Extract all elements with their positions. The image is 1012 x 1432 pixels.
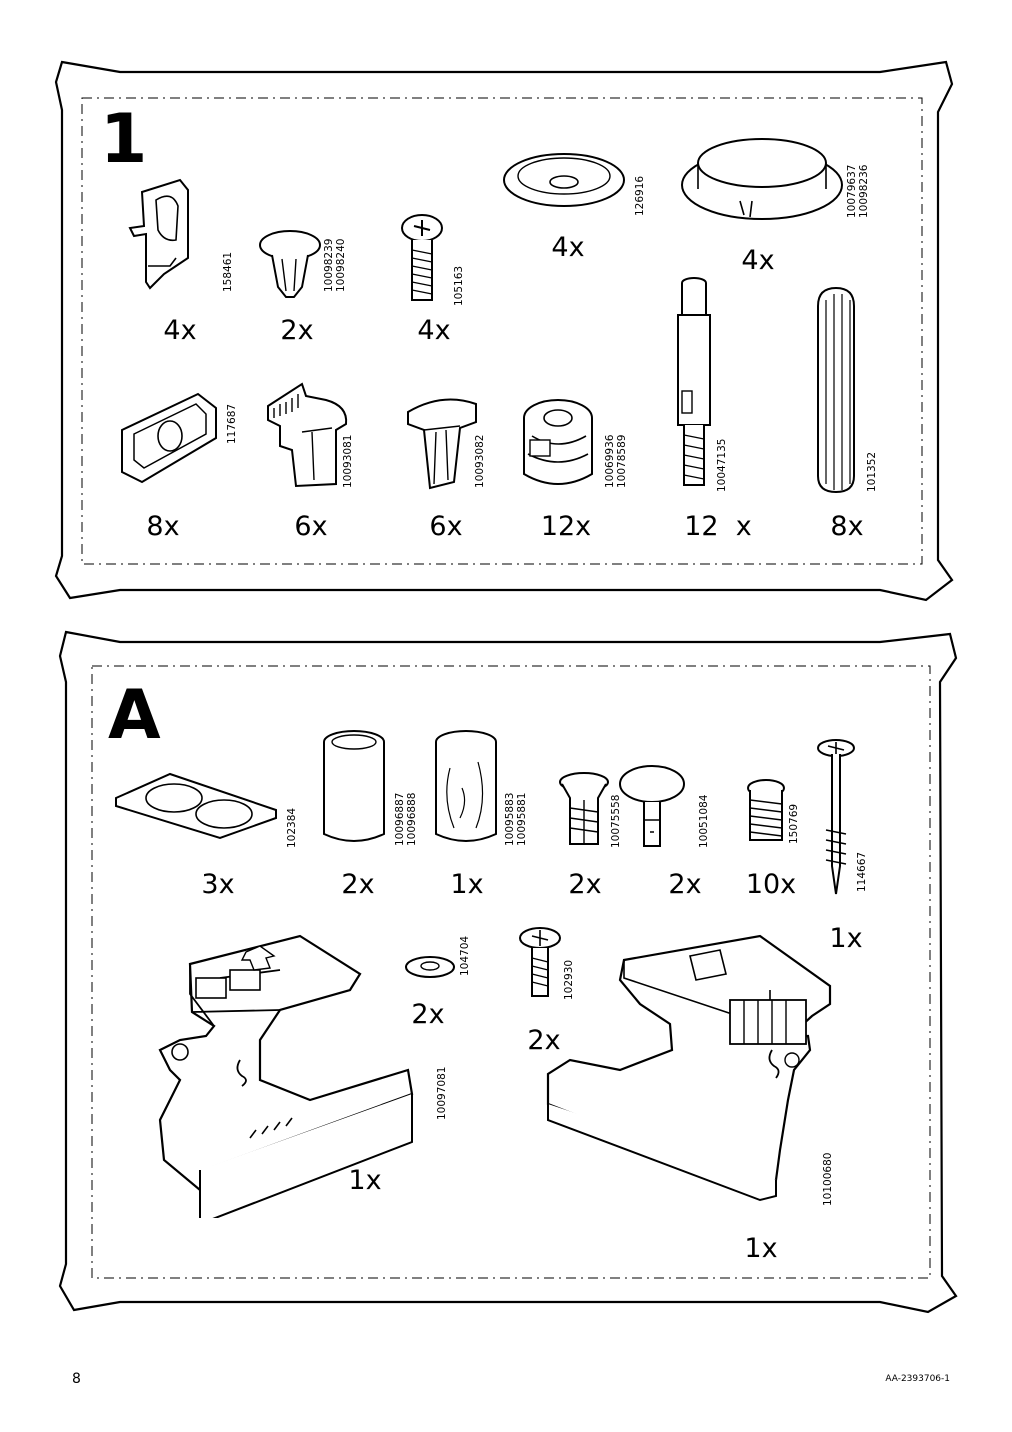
- quantity-label: 3x: [201, 869, 235, 900]
- part-code: 126916: [634, 175, 646, 216]
- quantity-label: 2x: [668, 869, 702, 900]
- quantity-label: 8x: [146, 511, 180, 542]
- expansion-plug-image: [559, 772, 609, 845]
- connector-bolt-image: [677, 277, 711, 486]
- parts-panel-1: 1: [0, 0, 1012, 610]
- quantity-label: 2x: [280, 315, 314, 346]
- quantity-label: 2x: [568, 869, 602, 900]
- step-letter: A: [108, 676, 161, 755]
- part-code: 10093082: [474, 434, 486, 488]
- part-code: 10093081: [342, 434, 354, 488]
- quantity-label: 2x: [341, 869, 375, 900]
- quantity-label: 1x: [450, 869, 484, 900]
- quantity-label: 6x: [429, 511, 463, 542]
- part-code: 158461: [222, 251, 234, 292]
- quantity-label: 12 x: [684, 511, 752, 542]
- quantity-label: 6x: [294, 511, 328, 542]
- clip-image: [267, 382, 348, 488]
- flat-head-pin-image: [619, 765, 685, 847]
- quantity-label: 2x: [411, 999, 445, 1030]
- dowel-image: [817, 286, 855, 494]
- quantity-label: 1x: [829, 923, 863, 954]
- quantity-label: 10x: [745, 869, 797, 900]
- quantity-label: 1x: [744, 1233, 778, 1264]
- bumper-pad-image: [115, 772, 277, 840]
- document-id: AA-2393706-1: [885, 1374, 950, 1384]
- wood-screw-image: [817, 739, 855, 895]
- plate-image: [121, 392, 217, 484]
- small-washer-image: [405, 956, 455, 978]
- part-code: 102384: [286, 807, 298, 848]
- push-rivet-image: [259, 230, 321, 298]
- shelf-support-image: [128, 178, 189, 290]
- cam-lock-image: [523, 399, 593, 485]
- quantity-label: 4x: [741, 245, 775, 276]
- quantity-label: 4x: [551, 232, 585, 263]
- screw-image: [401, 214, 443, 301]
- euro-screw-image: [747, 779, 785, 841]
- step-number: 1: [100, 100, 148, 179]
- clear-sleeve-image: [435, 730, 497, 842]
- right-bracket-image: [546, 934, 832, 1202]
- washer-image: [503, 153, 625, 207]
- machine-screw-image: [519, 927, 561, 997]
- panel-frame: [58, 630, 958, 1314]
- part-code: 102930: [563, 959, 575, 1000]
- quantity-label: 4x: [417, 315, 451, 346]
- quantity-label: 2x: [527, 1025, 561, 1056]
- part-code: 104704: [459, 935, 471, 976]
- part-code: 10047135: [716, 438, 728, 492]
- round-foot-image: [681, 138, 843, 220]
- quantity-label: 1x: [348, 1165, 382, 1196]
- page-number: 8: [72, 1371, 81, 1387]
- part-code: 10075558: [610, 794, 622, 848]
- left-bracket-image: [158, 934, 414, 1218]
- insert-image: [407, 398, 477, 490]
- part-code: 150769: [788, 803, 800, 844]
- parts-panel-a: A: [0, 620, 1012, 1320]
- part-code: 10097081: [436, 1066, 448, 1120]
- panel-frame: [54, 60, 954, 602]
- quantity-label: 8x: [830, 511, 864, 542]
- part-code: 10100680: [822, 1152, 834, 1206]
- part-code: 105163: [453, 265, 465, 306]
- quantity-label: 4x: [163, 315, 197, 346]
- part-code: 101352: [866, 451, 878, 492]
- sleeve-image: [323, 730, 385, 842]
- part-code: 10051084: [698, 794, 710, 848]
- part-code: 114667: [856, 851, 868, 892]
- quantity-label: 12x: [540, 511, 592, 542]
- part-code: 117687: [226, 403, 238, 444]
